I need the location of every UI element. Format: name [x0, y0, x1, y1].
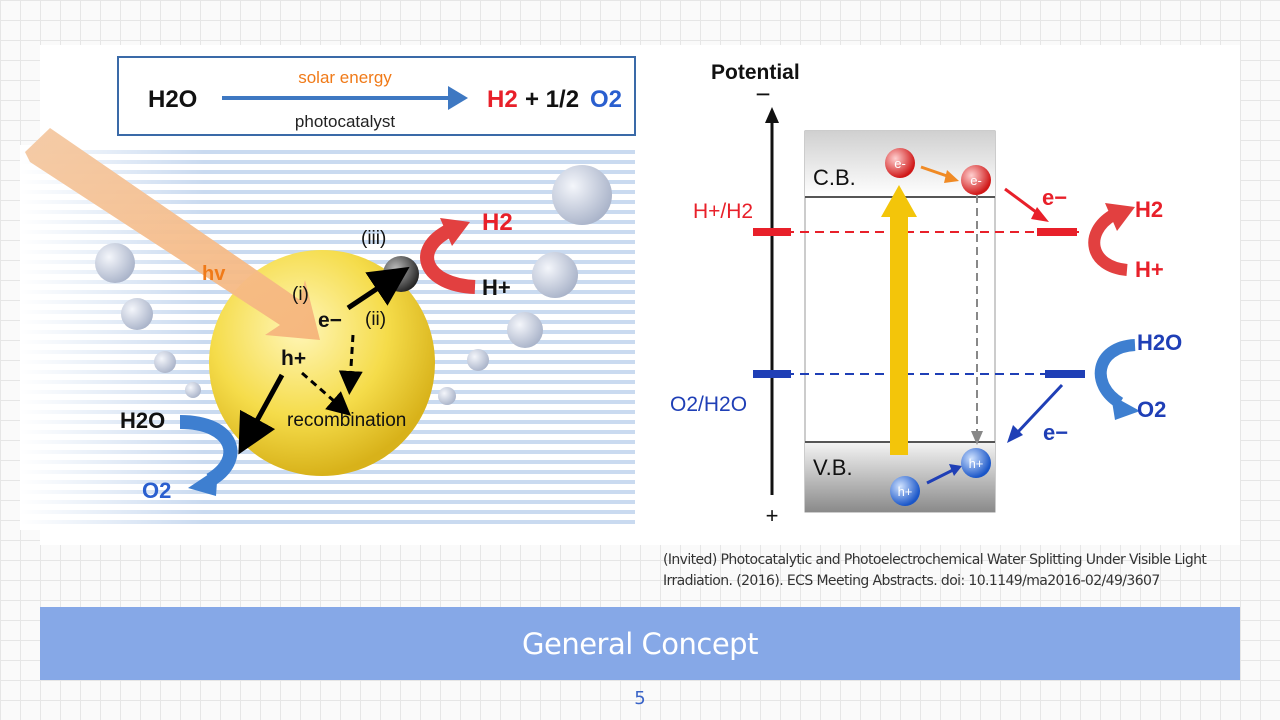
electron-transfer-label: e− [1042, 185, 1067, 210]
h2o-reactant-label: H2O [120, 408, 165, 433]
axis-positive-sign: + [766, 503, 779, 528]
reaction-arrow [448, 86, 468, 110]
citation-text: (Invited) Photocatalytic and Photoelectr… [663, 552, 1207, 589]
h2-product-label: H2 [482, 209, 513, 236]
h2-label: H2 [1135, 197, 1163, 222]
h2o-label: H2O [1137, 330, 1182, 355]
axis-negative-sign: − [755, 79, 770, 109]
bubble [95, 243, 135, 283]
reaction-plus-half: + 1/2 [525, 86, 579, 113]
reaction-product-h2: H2 [487, 86, 518, 113]
bubble [467, 349, 489, 371]
light-beam [25, 128, 320, 340]
water-electron-arrow [1015, 383, 1064, 435]
o2-product-label: O2 [142, 478, 171, 503]
h-h2-level-label: H+/H2 [693, 200, 753, 223]
h-plus-label: H+ [482, 275, 511, 300]
step-ii-label: (ii) [365, 309, 386, 330]
light-label-hv: hv [202, 263, 226, 285]
bubble [154, 351, 176, 373]
bubble [185, 382, 201, 398]
h-plus-label: H+ [1135, 257, 1164, 282]
bubble [532, 252, 578, 298]
conduction-band-label: C.B. [813, 165, 856, 190]
h2o-to-o2-arrow [179, 415, 238, 487]
slide-title: General Concept [522, 626, 758, 661]
recombination-label: recombination [287, 410, 406, 431]
electron-ball-label: e- [970, 173, 982, 188]
recombination-arrow [301, 371, 352, 416]
electron-ball [885, 148, 915, 178]
electron-ball-label: e- [894, 156, 906, 171]
electron-ball [961, 165, 991, 195]
valence-band-label: V.B. [813, 455, 853, 480]
reaction-label-photocatalyst: photocatalyst [295, 112, 395, 131]
reaction-label-solar-energy: solar energy [298, 68, 392, 87]
bubble [438, 387, 456, 405]
h2o-to-o2-arrow [1094, 339, 1136, 409]
step-i-label: (i) [292, 284, 309, 305]
reaction-equation-box: H2O solar energy photocatalyst H2 + 1/2 … [117, 56, 636, 136]
photocatalysis-diagram: H2O solar energy photocatalyst H2 + 1/2 … [20, 56, 636, 530]
electron-to-cocatalyst-arrow [346, 266, 410, 311]
potential-axis-title: Potential [711, 61, 800, 84]
bubble [552, 165, 612, 225]
hole-ball-label: h+ [969, 456, 984, 471]
recombination-arrow [338, 334, 363, 395]
step-iii-label: (iii) [361, 228, 386, 249]
hole-ball-label: h+ [898, 484, 913, 499]
electron-label: e− [318, 309, 342, 332]
bubble [507, 312, 543, 348]
electron-transfer-arrow [1004, 187, 1041, 217]
hole-label: h+ [281, 347, 306, 370]
band-diagram: Potential − + C.B. V.B. H+/H2 O2/H2O e- … [670, 61, 1182, 528]
hole-to-surface-arrow [238, 373, 285, 455]
o2-h2o-level-label: O2/H2O [670, 393, 747, 416]
h-plus-to-h2-arrow [1088, 209, 1128, 276]
o2-label: O2 [1137, 397, 1166, 422]
reaction-reactant: H2O [148, 86, 197, 113]
reaction-product-o2: O2 [590, 86, 622, 113]
cocatalyst-particle [383, 256, 419, 292]
page-number: 5 [634, 688, 646, 709]
water-electron-label: e− [1043, 420, 1068, 445]
title-bar: General Concept [40, 607, 1240, 680]
bubble [121, 298, 153, 330]
hole-ball [890, 476, 920, 506]
excitation-arrow [890, 210, 908, 455]
hole-ball [961, 448, 991, 478]
h-plus-to-h2-arrow [420, 223, 476, 294]
